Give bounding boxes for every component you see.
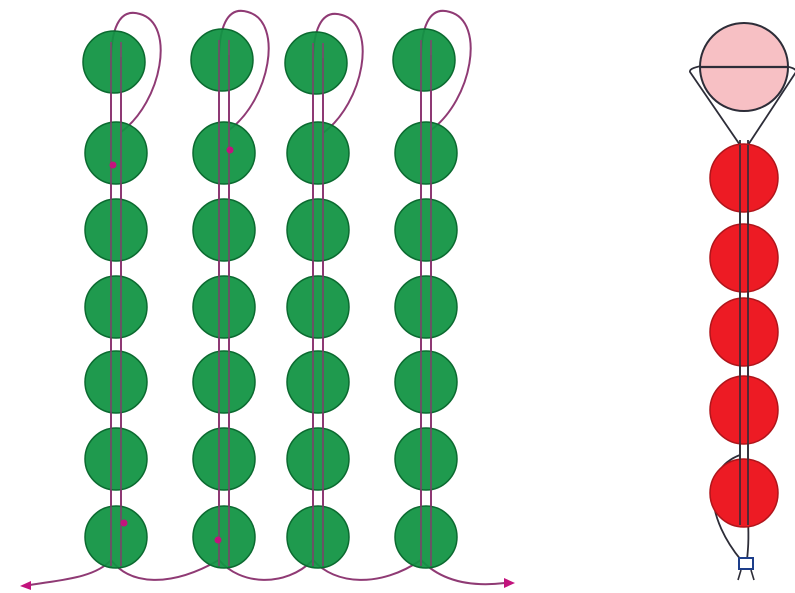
green-bead <box>286 427 350 491</box>
green-bead <box>192 275 256 339</box>
thread-end <box>737 569 742 581</box>
clasp-icon <box>738 557 754 570</box>
green-bead <box>84 275 148 339</box>
green-bead <box>394 505 458 569</box>
green-bead <box>192 121 256 185</box>
green-bead <box>192 198 256 262</box>
green-bead <box>392 28 456 92</box>
arrow-left-head <box>20 581 31 590</box>
green-bead <box>84 350 148 414</box>
thread-knot <box>109 161 117 169</box>
green-bead <box>284 31 348 95</box>
green-bead <box>192 350 256 414</box>
arrow-right-head <box>504 578 515 588</box>
green-bead <box>82 30 146 94</box>
green-bead <box>84 121 148 185</box>
red-bead-layer <box>699 22 789 528</box>
thread-knot <box>226 146 234 154</box>
red-bead <box>709 458 779 528</box>
green-bead <box>286 121 350 185</box>
bead-layer <box>82 28 458 569</box>
thread-front-layer <box>109 40 432 566</box>
green-bead-strands <box>20 9 515 590</box>
green-bead <box>84 505 148 569</box>
green-bead <box>394 198 458 262</box>
red-bead <box>709 143 779 213</box>
green-bead <box>394 427 458 491</box>
red-bead <box>709 375 779 445</box>
green-bead <box>286 198 350 262</box>
thread-knot <box>120 519 128 527</box>
thread-end <box>750 569 755 581</box>
red-thread-front <box>737 145 755 581</box>
green-bead <box>286 505 350 569</box>
green-bead <box>394 121 458 185</box>
green-bead <box>84 198 148 262</box>
green-bead <box>190 28 254 92</box>
green-bead <box>394 350 458 414</box>
green-bead <box>286 350 350 414</box>
green-bead <box>192 427 256 491</box>
green-bead <box>192 505 256 569</box>
red-bead <box>709 297 779 367</box>
red-bead <box>709 223 779 293</box>
thread-knot <box>214 536 222 544</box>
green-bead <box>84 427 148 491</box>
green-bead <box>394 275 458 339</box>
red-bead-strand <box>689 22 795 581</box>
green-bead <box>286 275 350 339</box>
